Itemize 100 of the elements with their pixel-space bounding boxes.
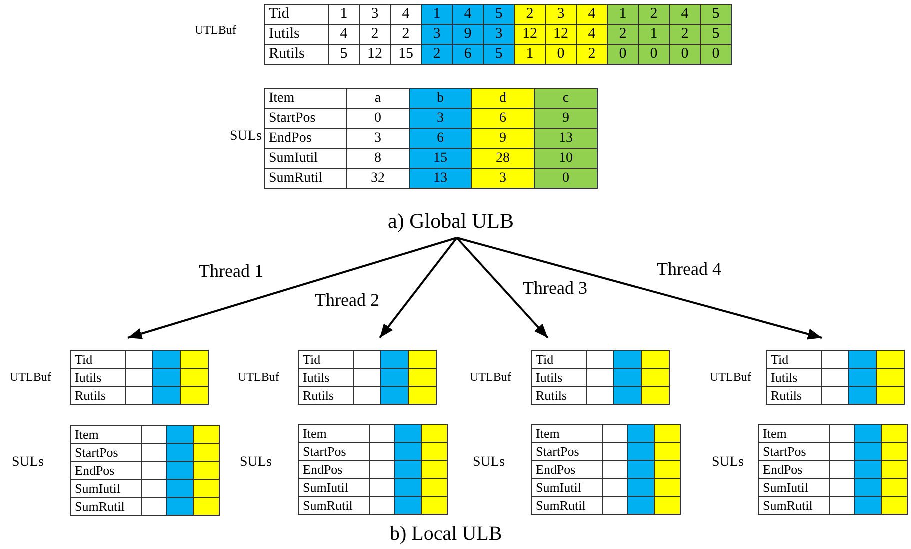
- figure-caption: a) Global ULB: [388, 211, 514, 232]
- table-title: SULs: [473, 456, 505, 470]
- table-cell: StartPos: [70, 444, 142, 462]
- table-cell: d: [472, 88, 534, 108]
- table-cell: SumIutil: [532, 478, 602, 496]
- table-cell: 4: [576, 24, 608, 44]
- table-cell: 3: [472, 168, 534, 188]
- table-cell: SumRutil: [264, 168, 346, 188]
- table-cell: Item: [758, 424, 830, 442]
- table-cell: 4: [576, 4, 608, 24]
- table-cell: Item: [298, 424, 370, 442]
- table-cell: 3: [360, 4, 390, 24]
- table-cell: 15: [390, 44, 422, 64]
- table-cell: 6: [472, 108, 534, 128]
- table-cell: SumIutil: [70, 480, 142, 498]
- table-cell: 1: [328, 4, 360, 24]
- table-cell: 9: [534, 108, 598, 128]
- table-cell: SumIutil: [298, 478, 370, 496]
- table-cell: 0: [638, 44, 670, 64]
- table-cell: 0: [546, 44, 576, 64]
- table-cell: 3: [422, 24, 452, 44]
- table-cell: Iutils: [70, 368, 126, 386]
- table-cell: StartPos: [264, 108, 346, 128]
- table-cell: 12: [546, 24, 576, 44]
- table-cell: 12: [514, 24, 546, 44]
- table-cell: Item: [264, 88, 346, 108]
- table-cell: SumIutil: [264, 148, 346, 168]
- table-cell: 2: [422, 44, 452, 64]
- table-cell: b: [410, 88, 472, 108]
- table-title: UTLBuf: [10, 371, 52, 383]
- table-title: UTLBuf: [710, 371, 752, 383]
- table-cell: 4: [670, 4, 700, 24]
- table-cell: 4: [452, 4, 484, 24]
- table-cell: SumRutil: [298, 496, 370, 514]
- table-cell: Iutils: [766, 368, 822, 386]
- table-cell: Iutils: [532, 368, 586, 386]
- table-cell: Iutils: [264, 24, 328, 44]
- table-cell: 5: [484, 44, 514, 64]
- table-cell: 5: [700, 24, 732, 44]
- table-cell: Tid: [532, 350, 586, 368]
- table-cell: Tid: [298, 350, 354, 368]
- arrow: [379, 237, 458, 339]
- table-title: UTLBuf: [195, 24, 236, 36]
- table-cell: SumRutil: [70, 498, 142, 516]
- table-cell: 1: [422, 4, 452, 24]
- table-cell: StartPos: [532, 442, 602, 460]
- table-title: UTLBuf: [238, 371, 280, 383]
- table-cell: Tid: [766, 350, 822, 368]
- table-cell: 0: [608, 44, 638, 64]
- table-cell: 5: [700, 4, 732, 24]
- table-cell: Rutils: [298, 386, 354, 404]
- table-cell: Tid: [264, 4, 328, 24]
- arrow: [456, 237, 549, 339]
- data-table: [531, 350, 670, 405]
- table-cell: EndPos: [532, 460, 602, 478]
- table-cell: 3: [346, 128, 410, 148]
- table-cell: 6: [410, 128, 472, 148]
- table-cell: Rutils: [264, 44, 328, 64]
- table-cell: 2: [670, 24, 700, 44]
- table-cell: EndPos: [264, 128, 346, 148]
- table-cell: 2: [514, 4, 546, 24]
- table-cell: SumIutil: [758, 478, 830, 496]
- table-cell: EndPos: [758, 460, 830, 478]
- table-cell: 13: [410, 168, 472, 188]
- table-cell: 0: [700, 44, 732, 64]
- table-cell: Item: [532, 424, 602, 442]
- table-cell: 12: [360, 44, 390, 64]
- table-cell: 13: [534, 128, 598, 148]
- figure-caption: b) Local ULB: [390, 524, 502, 544]
- table-cell: 9: [452, 24, 484, 44]
- table-cell: c: [534, 88, 598, 108]
- arrow: [456, 237, 822, 340]
- table-cell: a: [346, 88, 410, 108]
- table-title: SULs: [712, 456, 744, 470]
- table-cell: 4: [328, 24, 360, 44]
- table-cell: 2: [576, 44, 608, 64]
- table-cell: 0: [534, 168, 598, 188]
- table-cell: 2: [390, 24, 422, 44]
- table-cell: 5: [484, 4, 514, 24]
- table-cell: Item: [70, 426, 142, 444]
- table-cell: 15: [410, 148, 472, 168]
- table-cell: StartPos: [298, 442, 370, 460]
- table-cell: EndPos: [70, 462, 142, 480]
- table-cell: 4: [390, 4, 422, 24]
- table-cell: Rutils: [532, 386, 586, 404]
- table-cell: 2: [360, 24, 390, 44]
- data-table: [70, 350, 209, 405]
- table-cell: 0: [670, 44, 700, 64]
- table-cell: 10: [534, 148, 598, 168]
- table-title: UTLBuf: [470, 371, 512, 383]
- table-cell: 3: [410, 108, 472, 128]
- table-cell: 3: [546, 4, 576, 24]
- table-cell: 8: [346, 148, 410, 168]
- table-cell: SumRutil: [532, 496, 602, 514]
- table-cell: 0: [346, 108, 410, 128]
- table-cell: 9: [472, 128, 534, 148]
- table-title: SULs: [230, 130, 262, 144]
- data-table: [298, 350, 437, 405]
- table-cell: Rutils: [766, 386, 822, 404]
- table-title: SULs: [12, 456, 44, 470]
